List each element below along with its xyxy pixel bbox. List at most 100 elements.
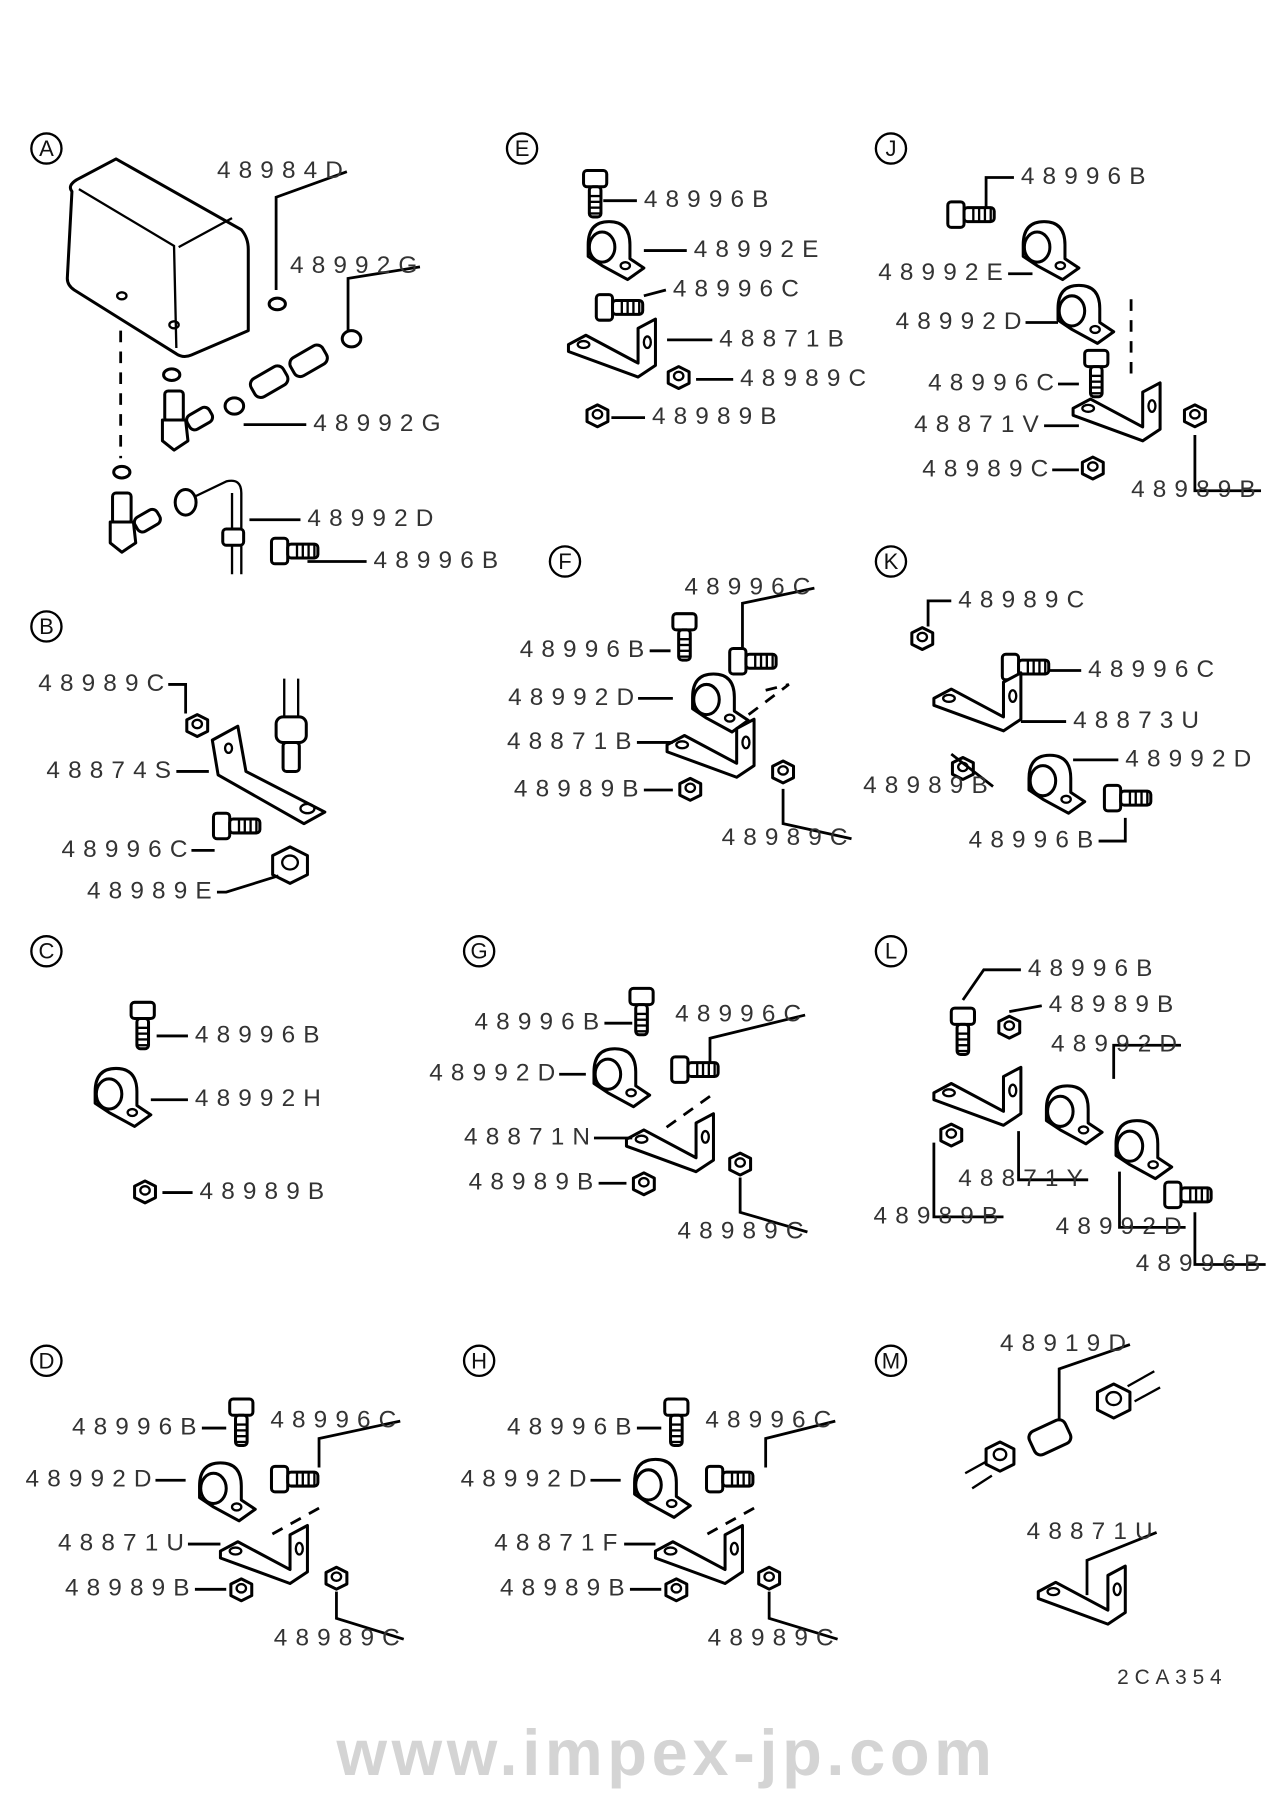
part-number-label[interactable]: 48871U [58,1529,192,1556]
part-number-label[interactable]: 48989B [500,1575,633,1602]
part-number-label[interactable]: 48989B [1131,476,1264,503]
part-number-label[interactable]: 48996B [1136,1250,1268,1277]
section-marker-label: M [882,1348,900,1373]
nut-icon [631,1171,656,1197]
part-number-label[interactable]: 48996B [374,547,507,574]
part-number-label[interactable]: 48989C [708,1625,842,1652]
fitting-icon [108,491,162,554]
leader-line [335,1591,405,1641]
part-number-label[interactable]: 48871N [464,1123,598,1150]
part-number-label[interactable]: 48996C [928,369,1062,396]
nut-icon [771,759,796,785]
part-number-label[interactable]: 48871B [719,325,852,352]
part-number-label[interactable]: 48992E [878,259,1011,286]
clamp-icon [633,1457,692,1519]
part-number-label[interactable]: 48989C [274,1625,408,1652]
drawing-code: 2CA354 [1117,1666,1227,1689]
part-number-label[interactable]: 48989B [514,775,647,802]
leader-line [643,288,667,298]
part-number-label[interactable]: 48996B [1021,163,1154,190]
part-number-label[interactable]: 48996B [644,186,777,213]
leader-line [708,1013,806,1062]
part-number-label[interactable]: 48984D [217,157,351,184]
part-number-label[interactable]: 48992D [1125,745,1259,772]
section-marker-label: C [38,939,54,964]
section-marker-circle [462,1344,496,1378]
part-number-label[interactable]: 48989C [38,670,172,697]
nut-icon [271,845,309,885]
part-number-label[interactable]: 48996C [270,1407,404,1434]
part-number-label[interactable]: 48989C [678,1217,812,1244]
bolt-icon [1102,783,1153,813]
part-number-label[interactable]: 48989C [740,365,874,392]
part-number-label[interactable]: 48996C [675,1001,809,1028]
section-j: J 48996B 48992E 48992D 48996C 48871V 48989C 489… [874,132,1264,503]
clamp-icon [691,672,750,734]
fitting-icon [160,389,215,452]
part-number-label[interactable]: 48996B [1028,955,1161,982]
clamp-icon [93,1066,153,1128]
leader-line [1057,1343,1131,1422]
part-number-label[interactable]: 48992G [290,252,425,279]
leader-line [1193,435,1262,493]
part-number-label[interactable]: 48989C [958,586,1092,613]
part-number-label[interactable]: 48871Y [958,1165,1091,1192]
leader-line [1009,1004,1043,1013]
bolt-icon [671,612,698,662]
part-number-label[interactable]: 48992D [461,1466,595,1493]
part-number-label[interactable]: 48992E [694,236,827,263]
part-number-label[interactable]: 48989B [652,403,785,430]
part-number-label[interactable]: 48996C [673,275,807,302]
nut-icon [133,1179,157,1205]
section-marker-label: J [885,136,896,161]
part-number-label[interactable]: 48871U [1027,1518,1161,1545]
part-number-label[interactable]: 48989B [874,1202,1007,1229]
part-number-label[interactable]: 48996B [520,636,653,663]
bracket-icon [566,317,657,379]
bracket-icon [1071,381,1162,443]
nut-icon [678,776,703,802]
section-marker-label: K [884,549,899,574]
part-number-label[interactable]: 48874S [46,757,179,784]
part-number-label[interactable]: 48996C [705,1407,839,1434]
part-number-label[interactable]: 48996B [72,1413,205,1440]
part-number-label[interactable]: 48992D [26,1466,160,1493]
part-number-label[interactable]: 48992D [896,308,1030,335]
part-number-label[interactable]: 48871F [494,1529,625,1556]
leader-line [1085,1531,1158,1596]
part-number-label[interactable]: 48996B [195,1021,328,1048]
part-number-label[interactable]: 48996B [507,1413,640,1440]
nut-icon [324,1565,349,1591]
part-number-label[interactable]: 48989B [863,772,996,799]
bolt-icon [1000,652,1051,682]
part-number-label[interactable]: 48992D [307,505,441,532]
part-number-label[interactable]: 48996B [969,826,1102,853]
part-number-label[interactable]: 48992G [313,410,448,437]
part-number-label[interactable]: 48992D [429,1060,563,1087]
leader-line [1118,1171,1186,1229]
part-number-label[interactable]: 48989B [65,1575,198,1602]
part-number-label[interactable]: 48871V [914,411,1047,438]
part-number-label[interactable]: 48989B [200,1178,333,1205]
leader-line [926,599,952,627]
part-number-label[interactable]: 48992D [1051,1031,1185,1058]
part-number-label[interactable]: 48996C [1088,656,1222,683]
part-number-label[interactable]: 48989E [87,878,220,905]
part-number-label[interactable]: 48996B [474,1009,607,1036]
bolt-icon [663,1397,690,1447]
part-number-label[interactable]: 48992H [195,1085,329,1112]
part-number-label[interactable]: 48992D [1056,1213,1190,1240]
part-number-label[interactable]: 48989B [1049,991,1182,1018]
part-number-label[interactable]: 48919D [1000,1330,1134,1357]
part-number-label[interactable]: 48996C [62,836,196,863]
part-number-label[interactable]: 48989C [922,455,1056,482]
part-number-label[interactable]: 48989B [469,1169,602,1196]
part-number-label[interactable]: 48996C [684,574,818,601]
part-number-label[interactable]: 48989C [722,824,856,851]
part-number-label[interactable]: 48992D [508,684,642,711]
part-number-label[interactable]: 48871B [507,728,640,755]
bracket-icon [210,724,327,826]
part-number-label[interactable]: 48873U [1073,707,1207,734]
